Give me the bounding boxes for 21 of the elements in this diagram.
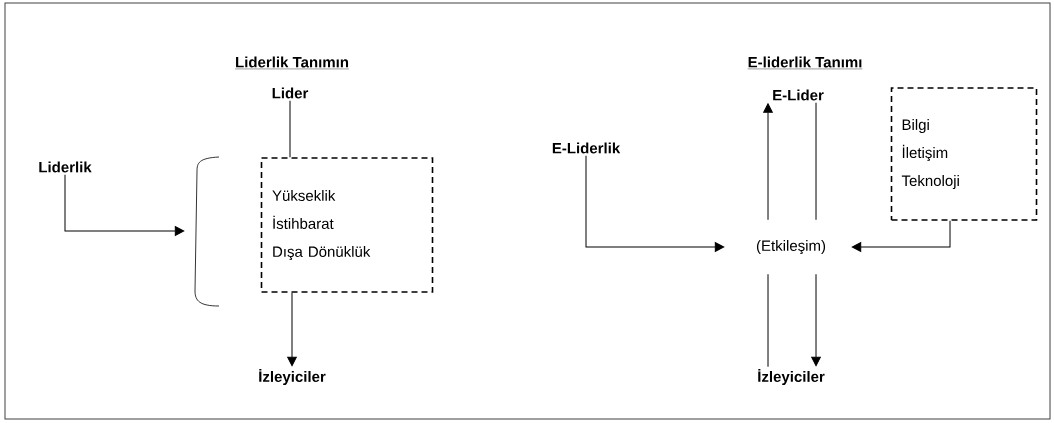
node-label: İzleyiciler — [758, 369, 825, 385]
heading: Liderlik Tanımın — [234, 56, 350, 70]
connector-line — [815, 102, 817, 221]
dashed-box: Yükseklik İstihbarat Dışa Dönüklük — [260, 157, 434, 293]
node-label: E-Liderlik — [552, 142, 621, 154]
arrow — [851, 220, 951, 252]
arrow — [763, 103, 773, 221]
connector-line — [767, 273, 769, 368]
arrow — [287, 292, 297, 367]
arrow — [64, 174, 185, 236]
node-label: Lider — [272, 87, 309, 99]
arrow — [585, 155, 725, 252]
node-label: Liderlik — [39, 161, 92, 173]
node-label: (Etkileşim) — [756, 240, 826, 255]
connector-line — [289, 100, 291, 158]
node-label: E-Lider — [773, 89, 824, 101]
brace — [194, 156, 220, 307]
arrow — [811, 273, 821, 367]
node-label: İzleyiciler — [259, 369, 326, 385]
heading: E-liderlik Tanımı — [747, 56, 863, 70]
dashed-box: Bilgi İletişim Teknoloji — [890, 87, 1038, 221]
